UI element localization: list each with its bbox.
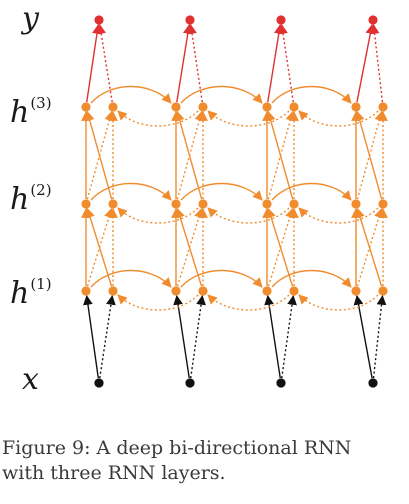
output-node <box>368 15 378 25</box>
forward-to-output-edge <box>176 23 193 103</box>
label-x-text: x <box>22 362 39 397</box>
layer-cross-backward-edge <box>267 110 296 200</box>
label-h1-sup: (1) <box>30 275 52 293</box>
layer-cross-backward-edge <box>176 110 205 200</box>
backward-to-output-edge <box>369 23 384 103</box>
forward-recurrent-edge <box>180 85 263 104</box>
diagram-nodes <box>81 15 388 388</box>
input-to-backward-edge <box>372 294 387 379</box>
label-h2-base: h <box>10 182 30 217</box>
forward-hidden-node <box>81 286 91 296</box>
output-node <box>276 15 286 25</box>
label-y-text: y <box>22 1 39 36</box>
label-h1-base: h <box>10 276 30 311</box>
output-node <box>94 15 104 25</box>
forward-recurrent-edge <box>271 85 352 104</box>
label-x: x <box>22 365 39 395</box>
forward-hidden-node <box>81 102 91 112</box>
layer-cross-backward-edge <box>356 207 384 287</box>
forward-hidden-node <box>81 199 91 209</box>
forward-hidden-node <box>171 102 181 112</box>
backward-recurrent-edge <box>298 110 379 127</box>
rnn-diagram <box>81 15 388 388</box>
label-h2-sup: (2) <box>30 181 52 199</box>
label-y: y <box>22 4 39 34</box>
backward-recurrent-edge <box>298 294 379 311</box>
layer-cross-backward-edge <box>86 207 114 287</box>
output-node <box>185 15 195 25</box>
input-to-backward-edge <box>281 294 297 379</box>
diagram-edges <box>81 23 388 379</box>
forward-recurrent-edge <box>271 182 352 201</box>
input-node <box>94 378 104 388</box>
label-h1: h(1) <box>10 277 52 309</box>
forward-hidden-node <box>262 102 272 112</box>
forward-recurrent-edge <box>90 182 172 201</box>
input-to-backward-edge <box>190 294 206 379</box>
input-to-forward-edge <box>353 294 373 379</box>
input-node <box>185 378 195 388</box>
input-to-forward-edge <box>173 294 190 379</box>
input-node <box>276 378 286 388</box>
backward-recurrent-edge <box>207 207 290 224</box>
input-to-forward-edge <box>83 294 99 379</box>
forward-hidden-node <box>351 199 361 209</box>
backward-hidden-node <box>378 102 388 112</box>
backward-hidden-node <box>198 102 208 112</box>
forward-recurrent-edge <box>90 269 172 288</box>
layer-cross-backward-edge <box>356 110 385 200</box>
backward-hidden-node <box>378 286 388 296</box>
backward-hidden-node <box>108 199 118 209</box>
forward-hidden-node <box>262 286 272 296</box>
input-node <box>368 378 378 388</box>
input-to-backward-edge <box>99 294 116 379</box>
forward-recurrent-edge <box>90 85 172 104</box>
backward-recurrent-edge <box>298 207 379 224</box>
backward-hidden-node <box>198 286 208 296</box>
backward-hidden-node <box>289 102 299 112</box>
label-h3: h(3) <box>10 96 52 128</box>
backward-recurrent-edge <box>207 110 290 127</box>
forward-recurrent-edge <box>180 269 263 288</box>
forward-hidden-node <box>171 199 181 209</box>
forward-hidden-node <box>351 102 361 112</box>
backward-hidden-node <box>198 199 208 209</box>
label-h2: h(2) <box>10 183 52 215</box>
label-h3-sup: (3) <box>30 94 52 112</box>
backward-recurrent-edge <box>117 110 199 127</box>
forward-to-output-edge <box>86 23 102 103</box>
backward-to-output-edge <box>187 23 203 103</box>
backward-hidden-node <box>378 199 388 209</box>
backward-hidden-node <box>108 102 118 112</box>
backward-hidden-node <box>108 286 118 296</box>
layer-cross-backward-edge <box>267 207 295 287</box>
caption-line-1: Figure 9: A deep bi-directional RNN <box>2 437 352 459</box>
layer-cross-backward-edge <box>176 207 204 287</box>
backward-recurrent-edge <box>117 207 199 224</box>
label-h3-base: h <box>10 95 30 130</box>
layer-cross-backward-edge <box>86 110 115 200</box>
forward-recurrent-edge <box>271 269 352 288</box>
figure-caption: Figure 9: A deep bi-directional RNN with… <box>2 436 402 486</box>
backward-hidden-node <box>289 199 299 209</box>
backward-recurrent-edge <box>117 294 199 311</box>
forward-recurrent-edge <box>180 182 263 201</box>
caption-line-2: with three RNN layers. <box>2 462 226 484</box>
input-to-forward-edge <box>264 294 281 379</box>
backward-to-output-edge <box>278 23 294 103</box>
forward-hidden-node <box>171 286 181 296</box>
backward-hidden-node <box>289 286 299 296</box>
forward-to-output-edge <box>356 23 376 103</box>
forward-hidden-node <box>262 199 272 209</box>
forward-hidden-node <box>351 286 361 296</box>
forward-to-output-edge <box>267 23 284 103</box>
backward-recurrent-edge <box>207 294 290 311</box>
